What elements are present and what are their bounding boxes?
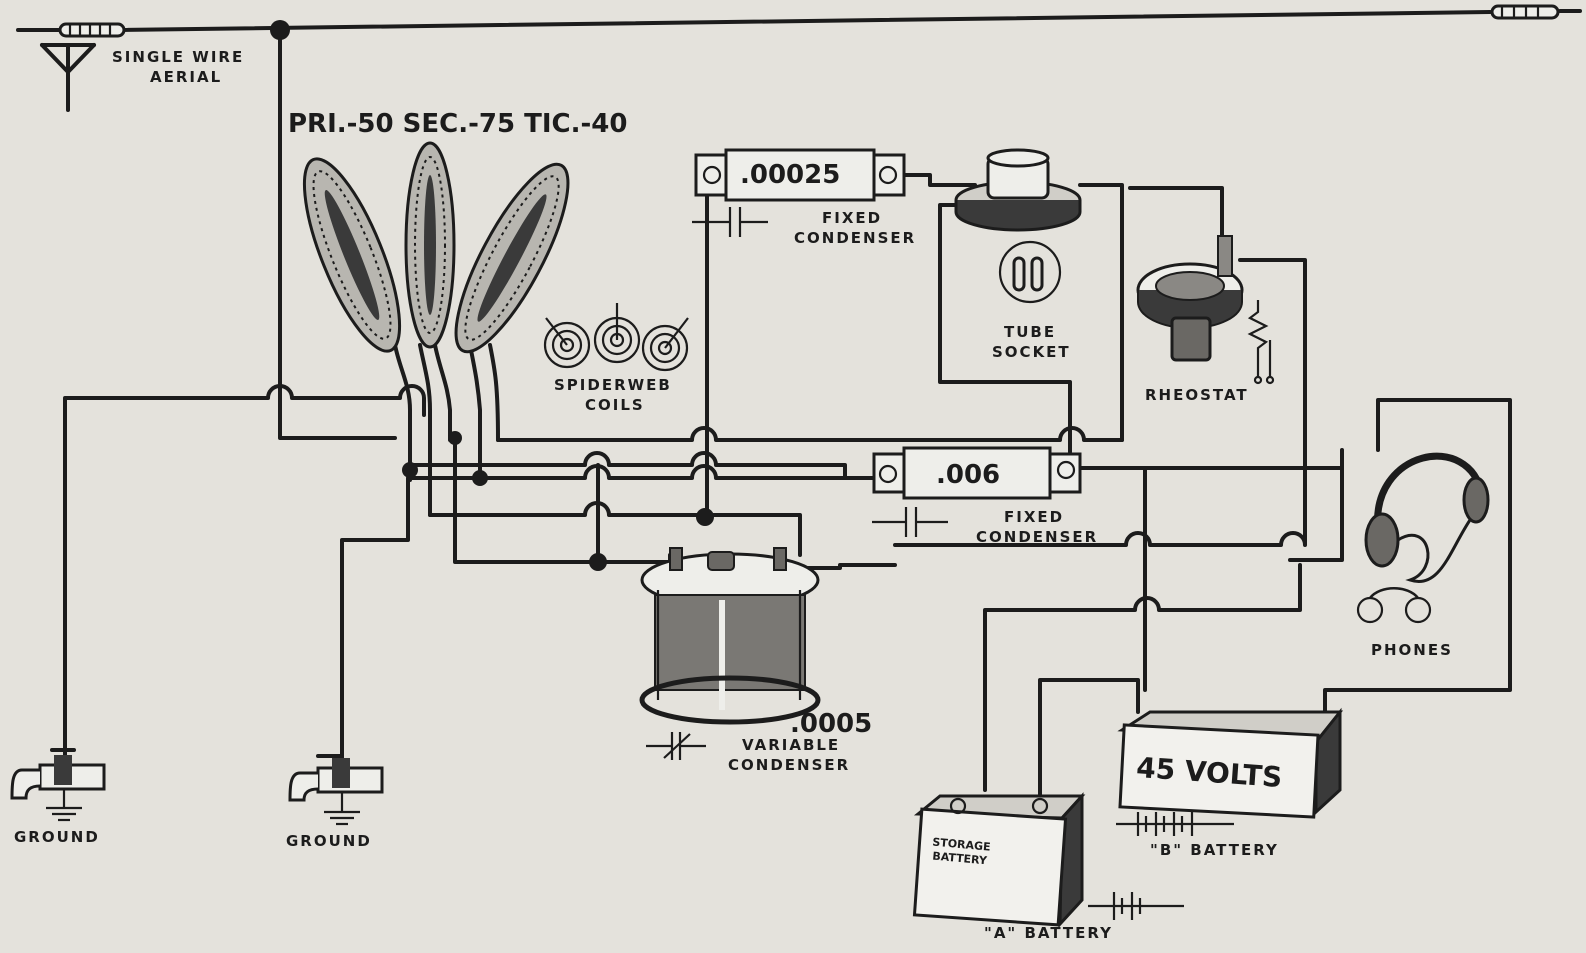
battery-icon — [912, 792, 1086, 928]
b-battery-label: "B" BATTERY — [1150, 841, 1279, 859]
cap-top-label-line2: CONDENSER — [794, 229, 916, 247]
fixed-condenser-icon — [872, 446, 1082, 500]
variable-label-line2: CONDENSER — [728, 756, 850, 774]
a-battery-label: "A" BATTERY — [984, 924, 1113, 942]
coil-spec-label: PRI.-50 SEC.-75 TIC.-40 — [288, 109, 627, 139]
tube-label-line2: SOCKET — [992, 343, 1071, 361]
spiderweb-label-line1: SPIDERWEB — [554, 376, 672, 394]
cap-top-value: .00025 — [740, 160, 840, 190]
variable-value: .0005 — [790, 709, 872, 739]
variable-condenser-icon — [639, 547, 821, 725]
capacitor-symbol — [692, 207, 768, 237]
ground-right-label: GROUND — [286, 832, 372, 850]
rheostat-icon — [1136, 235, 1275, 385]
rheostat-label: RHEOSTAT — [1145, 386, 1249, 404]
circuit-wires — [63, 28, 1512, 802]
a-battery-text-line1: STORAGE — [932, 836, 991, 854]
spiderweb-coil-icon — [302, 157, 402, 353]
capacitor-symbol — [872, 507, 948, 537]
cap-top-label-line1: FIXED — [822, 209, 882, 227]
tube-label-line1: TUBE — [1004, 323, 1056, 341]
fixed-condenser-icon — [694, 148, 906, 202]
spiderweb-label-line2: COILS — [585, 396, 645, 414]
spiderweb-coil-icon — [404, 141, 456, 349]
aerial-label-line1: SINGLE WIRE — [112, 48, 244, 66]
cap-mid-value: .006 — [936, 460, 1000, 490]
spiderweb-symbols — [543, 303, 689, 372]
phones-label: PHONES — [1371, 641, 1453, 659]
faucet-ground-icon — [10, 748, 106, 822]
antenna-icon — [40, 43, 96, 112]
variable-label-line1: VARIABLE — [742, 736, 840, 754]
insulator-icon — [1490, 4, 1560, 20]
aerial-wire — [16, 9, 1582, 32]
insulator-icon — [58, 22, 126, 38]
faucet-ground-icon — [288, 754, 384, 826]
a-battery-symbol — [1088, 892, 1184, 920]
cap-mid-label-line2: CONDENSER — [976, 528, 1098, 546]
battery-icon — [1117, 707, 1344, 819]
aerial-label-line2: AERIAL — [150, 68, 222, 86]
tube-socket-icon — [954, 148, 1082, 304]
ground-left-label: GROUND — [14, 828, 100, 846]
headphones-icon — [1356, 452, 1490, 624]
variable-capacitor-symbol — [646, 732, 706, 760]
b-battery-symbol — [1116, 812, 1234, 836]
cap-mid-label-line1: FIXED — [1004, 508, 1064, 526]
a-battery-text-line2: BATTERY — [932, 850, 989, 868]
spiderweb-coil-icon — [454, 162, 570, 354]
